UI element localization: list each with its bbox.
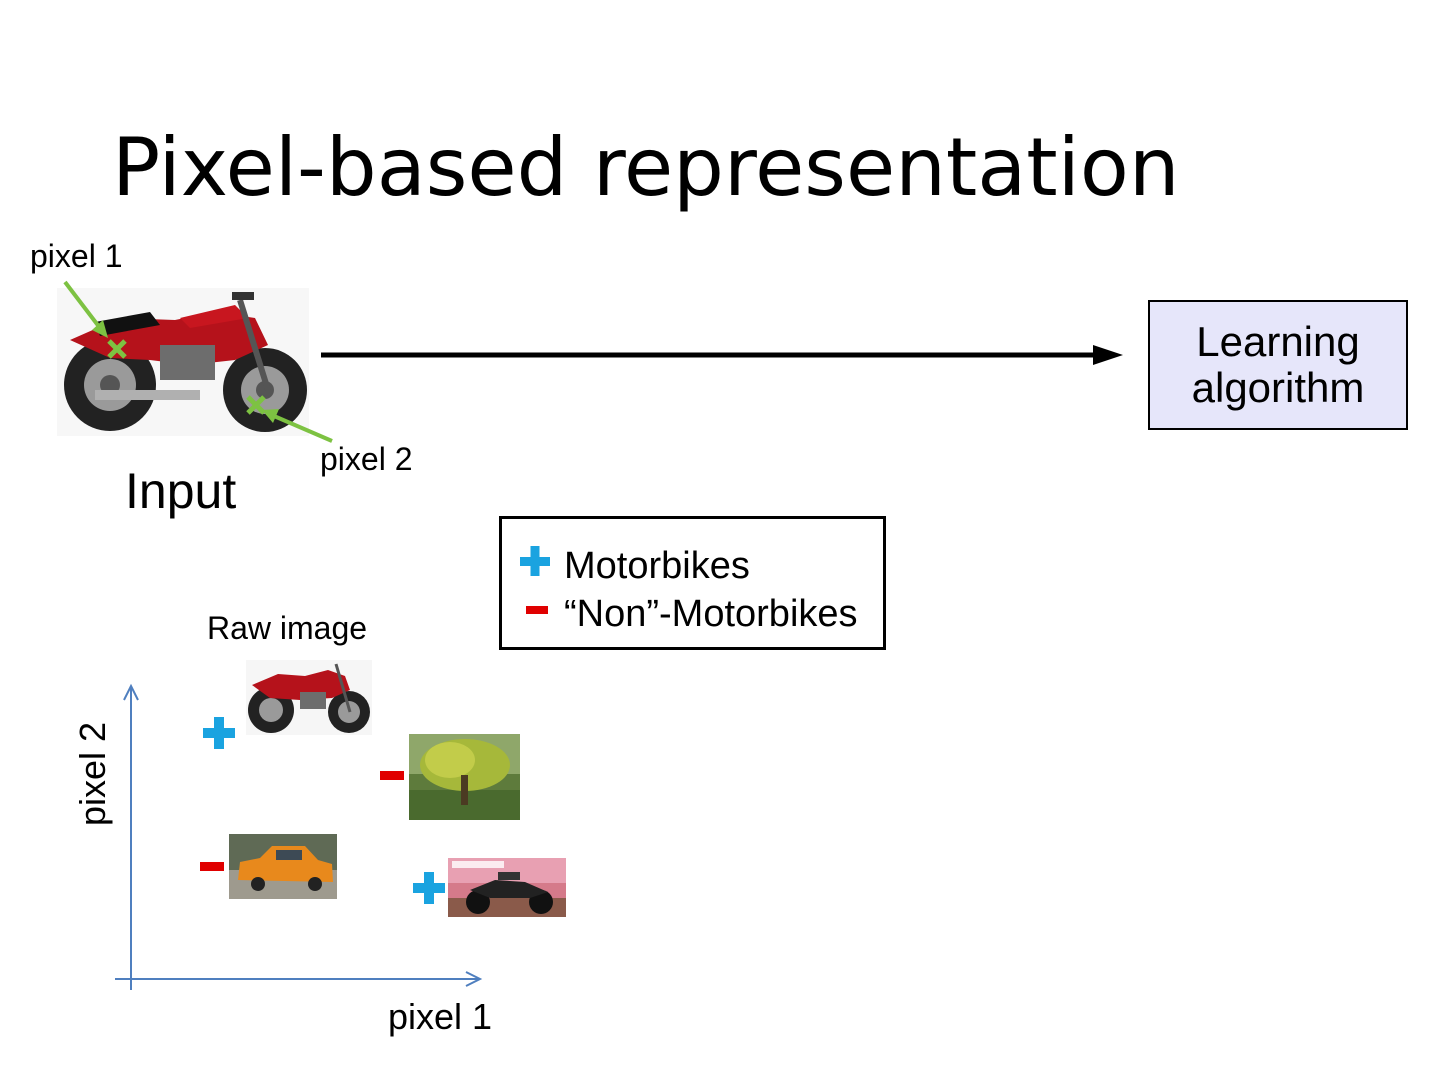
plus-icon bbox=[413, 872, 445, 904]
pixel1-label: pixel 1 bbox=[30, 238, 123, 274]
algorithm-line-2: algorithm bbox=[1191, 364, 1365, 411]
learning-algorithm-box: Learning algorithm bbox=[1148, 300, 1408, 430]
legend: Motorbikes “Non”-Motorbikes bbox=[499, 516, 886, 650]
page-title: Pixel-based representation bbox=[112, 121, 1180, 214]
minus-icon bbox=[520, 593, 556, 636]
plus-icon bbox=[203, 717, 235, 749]
legend-item-motorbikes: Motorbikes bbox=[520, 545, 750, 588]
flow-arrow bbox=[321, 345, 1123, 365]
plot-axes bbox=[115, 683, 483, 990]
legend-label-positive: Motorbikes bbox=[564, 545, 750, 587]
pixel2-label: pixel 2 bbox=[320, 441, 413, 477]
motorbike-image bbox=[246, 660, 372, 735]
motorbike-poster-image bbox=[448, 858, 566, 917]
pixel2-pointer-arrow bbox=[262, 409, 333, 443]
tree-image bbox=[409, 734, 520, 820]
raw-image-label: Raw image bbox=[207, 610, 368, 646]
minus-icon bbox=[200, 862, 224, 871]
legend-item-non-motorbikes: “Non”-Motorbikes bbox=[520, 593, 858, 636]
car-image bbox=[229, 834, 337, 899]
pixel1-pointer-arrow bbox=[63, 280, 108, 338]
input-label: Input bbox=[125, 463, 237, 519]
pixel1-marker-icon bbox=[107, 339, 127, 359]
plus-icon bbox=[520, 545, 556, 588]
algorithm-line-1: Learning bbox=[1196, 318, 1360, 365]
pixel2-marker-icon bbox=[246, 395, 266, 415]
minus-icon bbox=[380, 771, 404, 780]
legend-label-negative: “Non”-Motorbikes bbox=[564, 593, 858, 635]
y-axis-label: pixel 2 bbox=[72, 721, 113, 826]
x-axis-label: pixel 1 bbox=[388, 996, 493, 1037]
